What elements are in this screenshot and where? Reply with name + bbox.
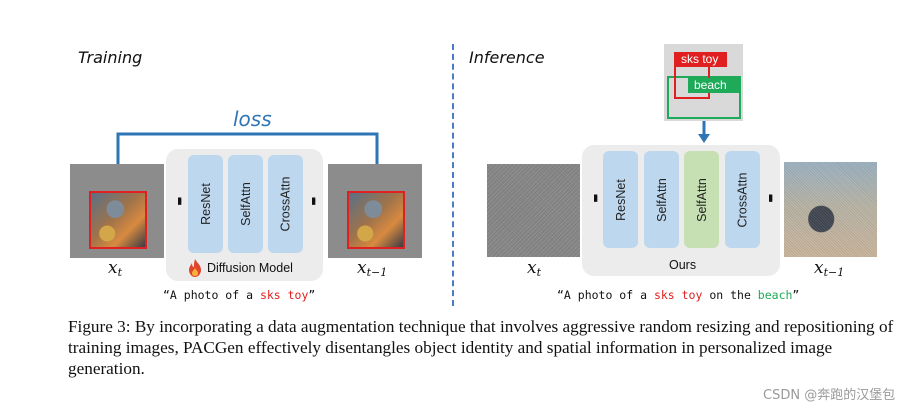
block-selfattn: SelfAttn bbox=[644, 151, 679, 248]
figure-caption: Figure 3: By incorporating a data augmen… bbox=[68, 317, 894, 378]
panel-divider bbox=[452, 44, 454, 306]
ellipsis-left: ... bbox=[173, 196, 198, 203]
scene-region bbox=[667, 76, 741, 119]
inference-title: Inference bbox=[469, 48, 545, 67]
inference-noise-input bbox=[487, 164, 580, 257]
ours-label: Ours bbox=[669, 258, 697, 272]
training-title: Training bbox=[78, 48, 143, 67]
label-sks-toy: sks toy bbox=[675, 52, 727, 67]
training-input-variable: xt bbox=[108, 258, 123, 279]
block-resnet: ResNet bbox=[188, 155, 223, 253]
block-crossattn: CrossAttn bbox=[725, 151, 760, 248]
condition-arrow bbox=[698, 121, 710, 143]
block-crossattn: CrossAttn bbox=[268, 155, 303, 253]
ellipsis-right: ... bbox=[307, 196, 332, 203]
ellipsis-right-inference: ... bbox=[764, 193, 789, 200]
ellipsis-left-inference: ... bbox=[589, 193, 614, 200]
watermark: CSDN @奔跑的汉堡包 bbox=[763, 388, 896, 403]
block-selfattn: SelfAttn bbox=[228, 155, 263, 253]
training-output-variable: xt−1 bbox=[357, 258, 388, 279]
object-crop-output bbox=[347, 191, 405, 249]
loss-label: loss bbox=[233, 107, 272, 131]
inference-output-variable: xt−1 bbox=[814, 258, 845, 279]
block-selfattn-grounded: SelfAttn bbox=[684, 151, 719, 248]
block-resnet: ResNet bbox=[603, 151, 638, 248]
inference-prompt: “A photo of a sks toy on the beach” bbox=[557, 288, 800, 302]
label-beach: beach bbox=[688, 78, 740, 93]
training-output-image bbox=[328, 164, 422, 258]
training-input-image bbox=[70, 164, 164, 258]
object-crop bbox=[89, 191, 147, 249]
training-prompt: “A photo of a sks toy” bbox=[163, 288, 316, 302]
fire-icon bbox=[189, 259, 201, 277]
inference-input-variable: xt bbox=[527, 258, 542, 279]
inference-output-image bbox=[784, 162, 877, 257]
diffusion-model-label: Diffusion Model bbox=[207, 261, 293, 275]
